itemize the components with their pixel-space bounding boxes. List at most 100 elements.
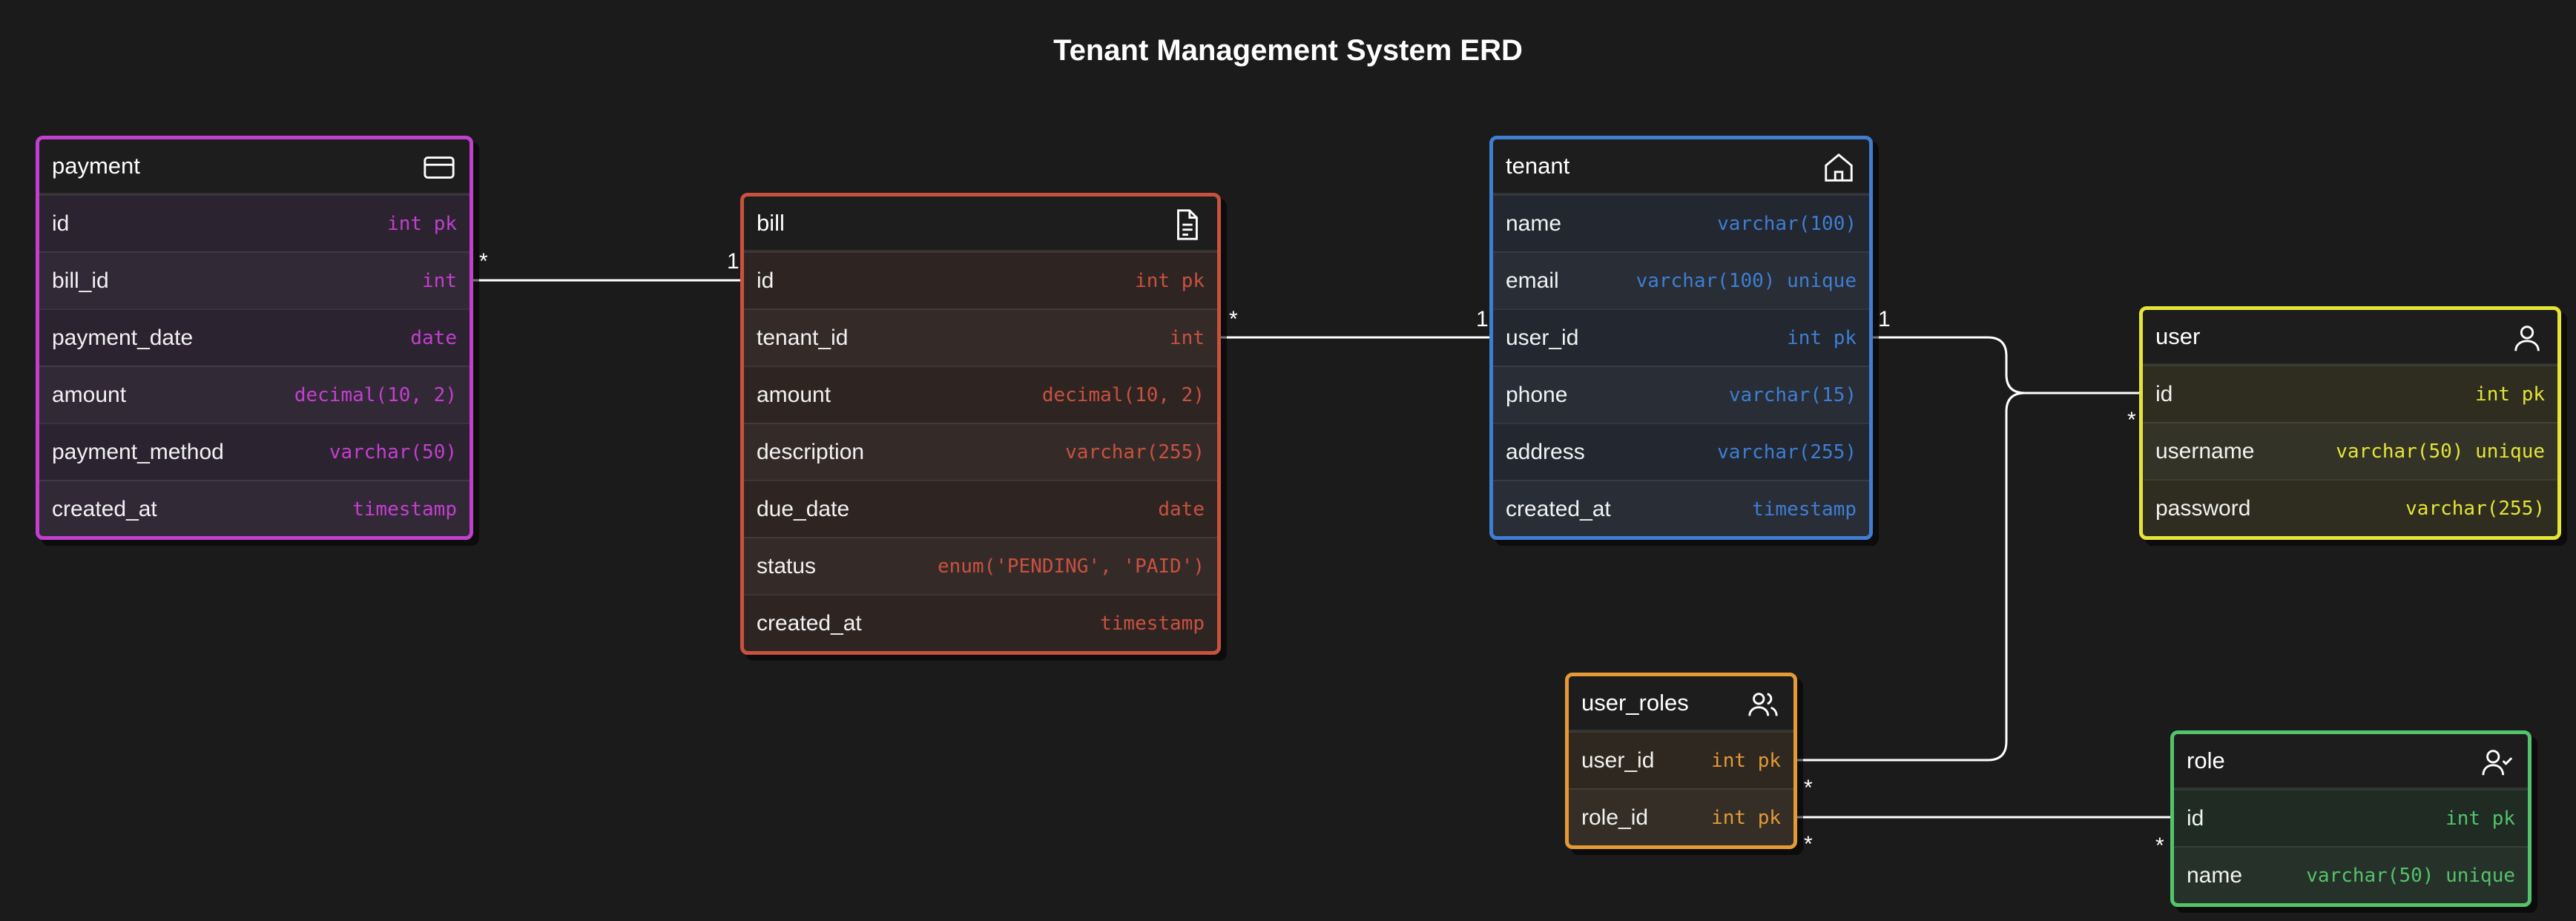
cardinality-label: * <box>1804 776 1813 800</box>
field-row[interactable]: id int pk <box>2174 789 2528 846</box>
field-type: varchar(255) <box>1065 440 1205 463</box>
entity-header[interactable]: tenant <box>1493 139 1869 194</box>
field-type: varchar(15) <box>1728 383 1857 406</box>
entity-header[interactable]: role <box>2174 734 2528 789</box>
field-name: id <box>757 268 774 293</box>
field-row[interactable]: id int pk <box>2143 365 2557 422</box>
cardinality-label: * <box>2127 408 2136 432</box>
field-row[interactable]: due_date date <box>744 480 1217 537</box>
document-icon <box>1177 209 1198 240</box>
field-name: created_at <box>1506 496 1611 521</box>
field-type: date <box>1158 498 1205 521</box>
field-name: tenant_id <box>757 325 849 350</box>
field-type: varchar(100) unique <box>1635 269 1857 292</box>
field-row[interactable]: user_id int pk <box>1493 308 1869 366</box>
diagram-title: Tenant Management System ERD <box>1053 34 1523 67</box>
field-type: varchar(255) <box>2405 497 2545 520</box>
entity-header[interactable]: user <box>2143 310 2557 365</box>
field-type: int pk <box>1711 749 1781 772</box>
field-name: id <box>2155 381 2173 406</box>
cardinality-label: * <box>1804 832 1813 856</box>
field-name: email <box>1506 268 1559 293</box>
field-name: status <box>757 553 817 578</box>
entity-tenant[interactable]: tenant name varchar(100) email varchar(100… <box>1489 136 1873 540</box>
field-name: id <box>52 211 70 236</box>
field-row[interactable]: status enum('PENDING', 'PAID') <box>744 537 1217 594</box>
user-icon <box>2514 326 2540 351</box>
entity-title: role <box>2187 747 2225 773</box>
field-row[interactable]: payment_method varchar(50) <box>39 423 470 480</box>
field-type: int pk <box>1711 806 1781 829</box>
field-type: varchar(50) unique <box>2336 440 2545 463</box>
field-type: date <box>410 326 457 349</box>
field-type: int pk <box>2475 383 2545 406</box>
field-type: int pk <box>2445 807 2515 830</box>
home-icon <box>1825 153 1853 182</box>
link-tenant-user <box>1867 336 2142 395</box>
entity-user[interactable]: user id int pk username varchar(50) unique… <box>2139 306 2561 540</box>
field-type: varchar(100) <box>1717 212 1857 235</box>
field-type: varchar(50) <box>329 440 457 463</box>
field-type: int <box>422 269 457 292</box>
field-type: varchar(50) unique <box>2306 864 2515 887</box>
entity-header[interactable]: payment <box>39 139 470 194</box>
field-type: enum('PENDING', 'PAID') <box>937 555 1205 578</box>
field-name: bill_id <box>52 268 109 293</box>
field-name: amount <box>757 382 831 407</box>
field-name: payment_method <box>52 439 224 464</box>
entity-header[interactable]: user_roles <box>1569 676 1793 731</box>
field-row[interactable]: created_at timestamp <box>1493 480 1869 536</box>
field-name: id <box>2187 805 2204 831</box>
field-type: int <box>1170 326 1205 349</box>
field-name: user_id <box>1506 325 1579 350</box>
cardinality-label: 1 <box>727 249 739 274</box>
users-icon <box>1748 693 1778 716</box>
field-row[interactable]: password varchar(255) <box>2143 479 2557 536</box>
field-row[interactable]: role_id int pk <box>1569 788 1793 845</box>
cardinality-label: 1 <box>1476 307 1489 331</box>
field-type: int pk <box>1787 326 1857 349</box>
field-type: timestamp <box>1752 498 1857 521</box>
cardinality-label: * <box>2155 833 2164 858</box>
field-row[interactable]: amount decimal(10, 2) <box>744 366 1217 423</box>
field-row[interactable]: bill_id int <box>39 251 470 308</box>
field-name: name <box>1506 211 1562 236</box>
field-row[interactable]: username varchar(50) unique <box>2143 422 2557 479</box>
field-type: decimal(10, 2) <box>1041 383 1205 406</box>
field-row[interactable]: email varchar(100) unique <box>1493 251 1869 308</box>
field-type: decimal(10, 2) <box>294 383 457 406</box>
cardinality-label: * <box>1229 307 1238 331</box>
field-type: timestamp <box>352 498 457 521</box>
entity-title: user_roles <box>1581 690 1689 716</box>
field-name: username <box>2155 438 2255 463</box>
field-name: created_at <box>52 496 157 521</box>
cardinality-label: * <box>479 249 488 274</box>
field-name: address <box>1506 439 1585 464</box>
link-user_roles-user <box>1793 392 2026 762</box>
field-name: role_id <box>1581 805 1649 830</box>
credit-card-icon <box>424 156 455 179</box>
entity-header[interactable]: bill <box>744 197 1217 251</box>
field-row[interactable]: user_id int pk <box>1569 731 1793 788</box>
field-name: user_id <box>1581 747 1655 773</box>
field-row[interactable]: tenant_id int <box>744 308 1217 366</box>
entity-title: tenant <box>1506 153 1570 179</box>
field-name: amount <box>52 382 127 407</box>
field-row[interactable]: created_at timestamp <box>39 480 470 536</box>
field-name: password <box>2155 495 2251 521</box>
field-row[interactable]: amount decimal(10, 2) <box>39 366 470 423</box>
field-name: due_date <box>757 496 850 521</box>
field-row[interactable]: name varchar(100) <box>1493 194 1869 251</box>
